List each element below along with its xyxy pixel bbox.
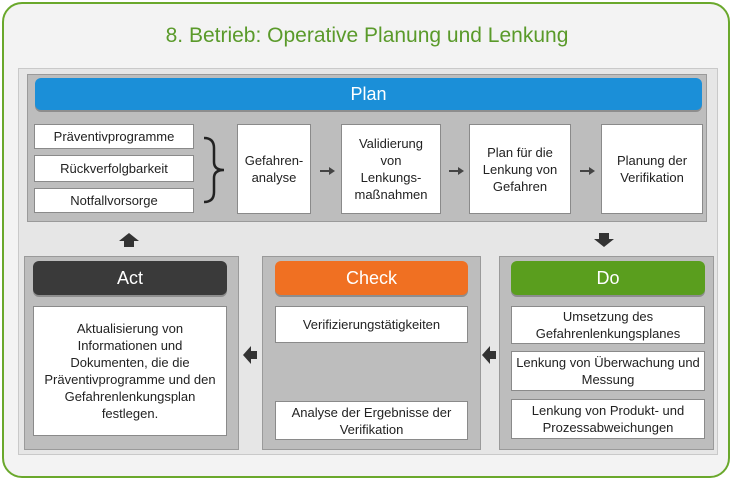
arrow-up-icon xyxy=(119,233,139,247)
check-item: Analyse der Ergebnisse der Verifikation xyxy=(275,401,468,440)
arrow-left-icon xyxy=(243,346,257,364)
do-header: Do xyxy=(511,261,705,295)
arrow-left-icon xyxy=(482,346,496,364)
check-header: Check xyxy=(275,261,468,295)
plan-step-verification-planning: Planung der Verifikation xyxy=(601,124,703,214)
do-item: Lenkung von Produkt- und Prozessabweichu… xyxy=(511,399,705,439)
program-item: Präventivprogramme xyxy=(34,124,194,149)
plan-step-validation: Validierung von Lenkungs- maßnahmen xyxy=(341,124,441,214)
arrow-right-icon xyxy=(449,166,465,176)
plan-step-hazard-analysis: Gefahren- analyse xyxy=(237,124,311,214)
act-description: Aktualisierung von Informationen und Dok… xyxy=(33,306,227,436)
program-item: Notfallvorsorge xyxy=(34,188,194,213)
plan-header: Plan xyxy=(35,78,702,110)
brace-icon xyxy=(203,136,225,204)
arrow-right-icon xyxy=(320,166,336,176)
diagram-title: 8. Betrieb: Operative Planung und Lenkun… xyxy=(165,24,569,47)
arrow-right-icon xyxy=(580,166,596,176)
plan-step-hazard-control-plan: Plan für die Lenkung von Gefahren xyxy=(469,124,571,214)
do-item: Lenkung von Überwachung und Messung xyxy=(511,351,705,391)
arrow-down-icon xyxy=(594,233,614,247)
check-item: Verifizierungstätigkeiten xyxy=(275,306,468,343)
do-item: Umsetzung des Gefahrenlenkungsplanes xyxy=(511,306,705,344)
program-item: Rückverfolgbarkeit xyxy=(34,155,194,182)
act-header: Act xyxy=(33,261,227,295)
